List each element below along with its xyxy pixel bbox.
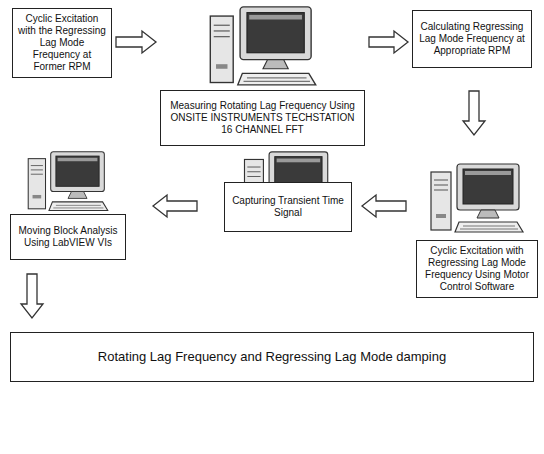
flow-arrow <box>153 195 197 217</box>
computer-step: Cyclic Excitation with Regressing Lag Mo… <box>416 158 538 298</box>
label-box: Measuring Rotating Lag Frequency Using O… <box>160 90 365 146</box>
computer-step: Capturing Transient Time Signal <box>224 150 352 232</box>
computer-step: Measuring Rotating Lag Frequency Using O… <box>160 4 365 146</box>
process-box: Rotating Lag Frequency and Regressing La… <box>10 332 534 382</box>
step-text: Calculating Regressing Lag Mode Frequenc… <box>418 21 526 57</box>
step-text: Rotating Lag Frequency and Regressing La… <box>16 349 528 365</box>
step-text: Cyclic Excitation with the Regressing La… <box>18 13 106 73</box>
process-box: Calculating Regressing Lag Mode Frequenc… <box>412 10 532 68</box>
label-box: Moving Block Analysis Using LabVIEW VIs <box>10 214 126 260</box>
flow-arrow <box>369 31 408 53</box>
step-text: Moving Block Analysis Using LabVIEW VIs <box>16 225 120 249</box>
computer-icon <box>20 150 116 214</box>
step-text: Cyclic Excitation with Regressing Lag Mo… <box>422 245 532 293</box>
computer-icon <box>429 158 525 240</box>
flow-arrow <box>21 274 43 318</box>
flow-arrow <box>463 91 485 135</box>
process-box: Cyclic Excitation with the Regressing La… <box>12 8 112 78</box>
flow-arrow <box>116 31 156 53</box>
label-box: Cyclic Excitation with Regressing Lag Mo… <box>416 240 538 298</box>
step-text: Capturing Transient Time Signal <box>230 195 346 219</box>
computer-icon <box>208 4 318 90</box>
computer-step: Moving Block Analysis Using LabVIEW VIs <box>10 150 126 260</box>
flow-arrow <box>362 195 406 217</box>
step-text: Measuring Rotating Lag Frequency Using O… <box>166 100 359 136</box>
label-box: Capturing Transient Time Signal <box>224 182 352 232</box>
